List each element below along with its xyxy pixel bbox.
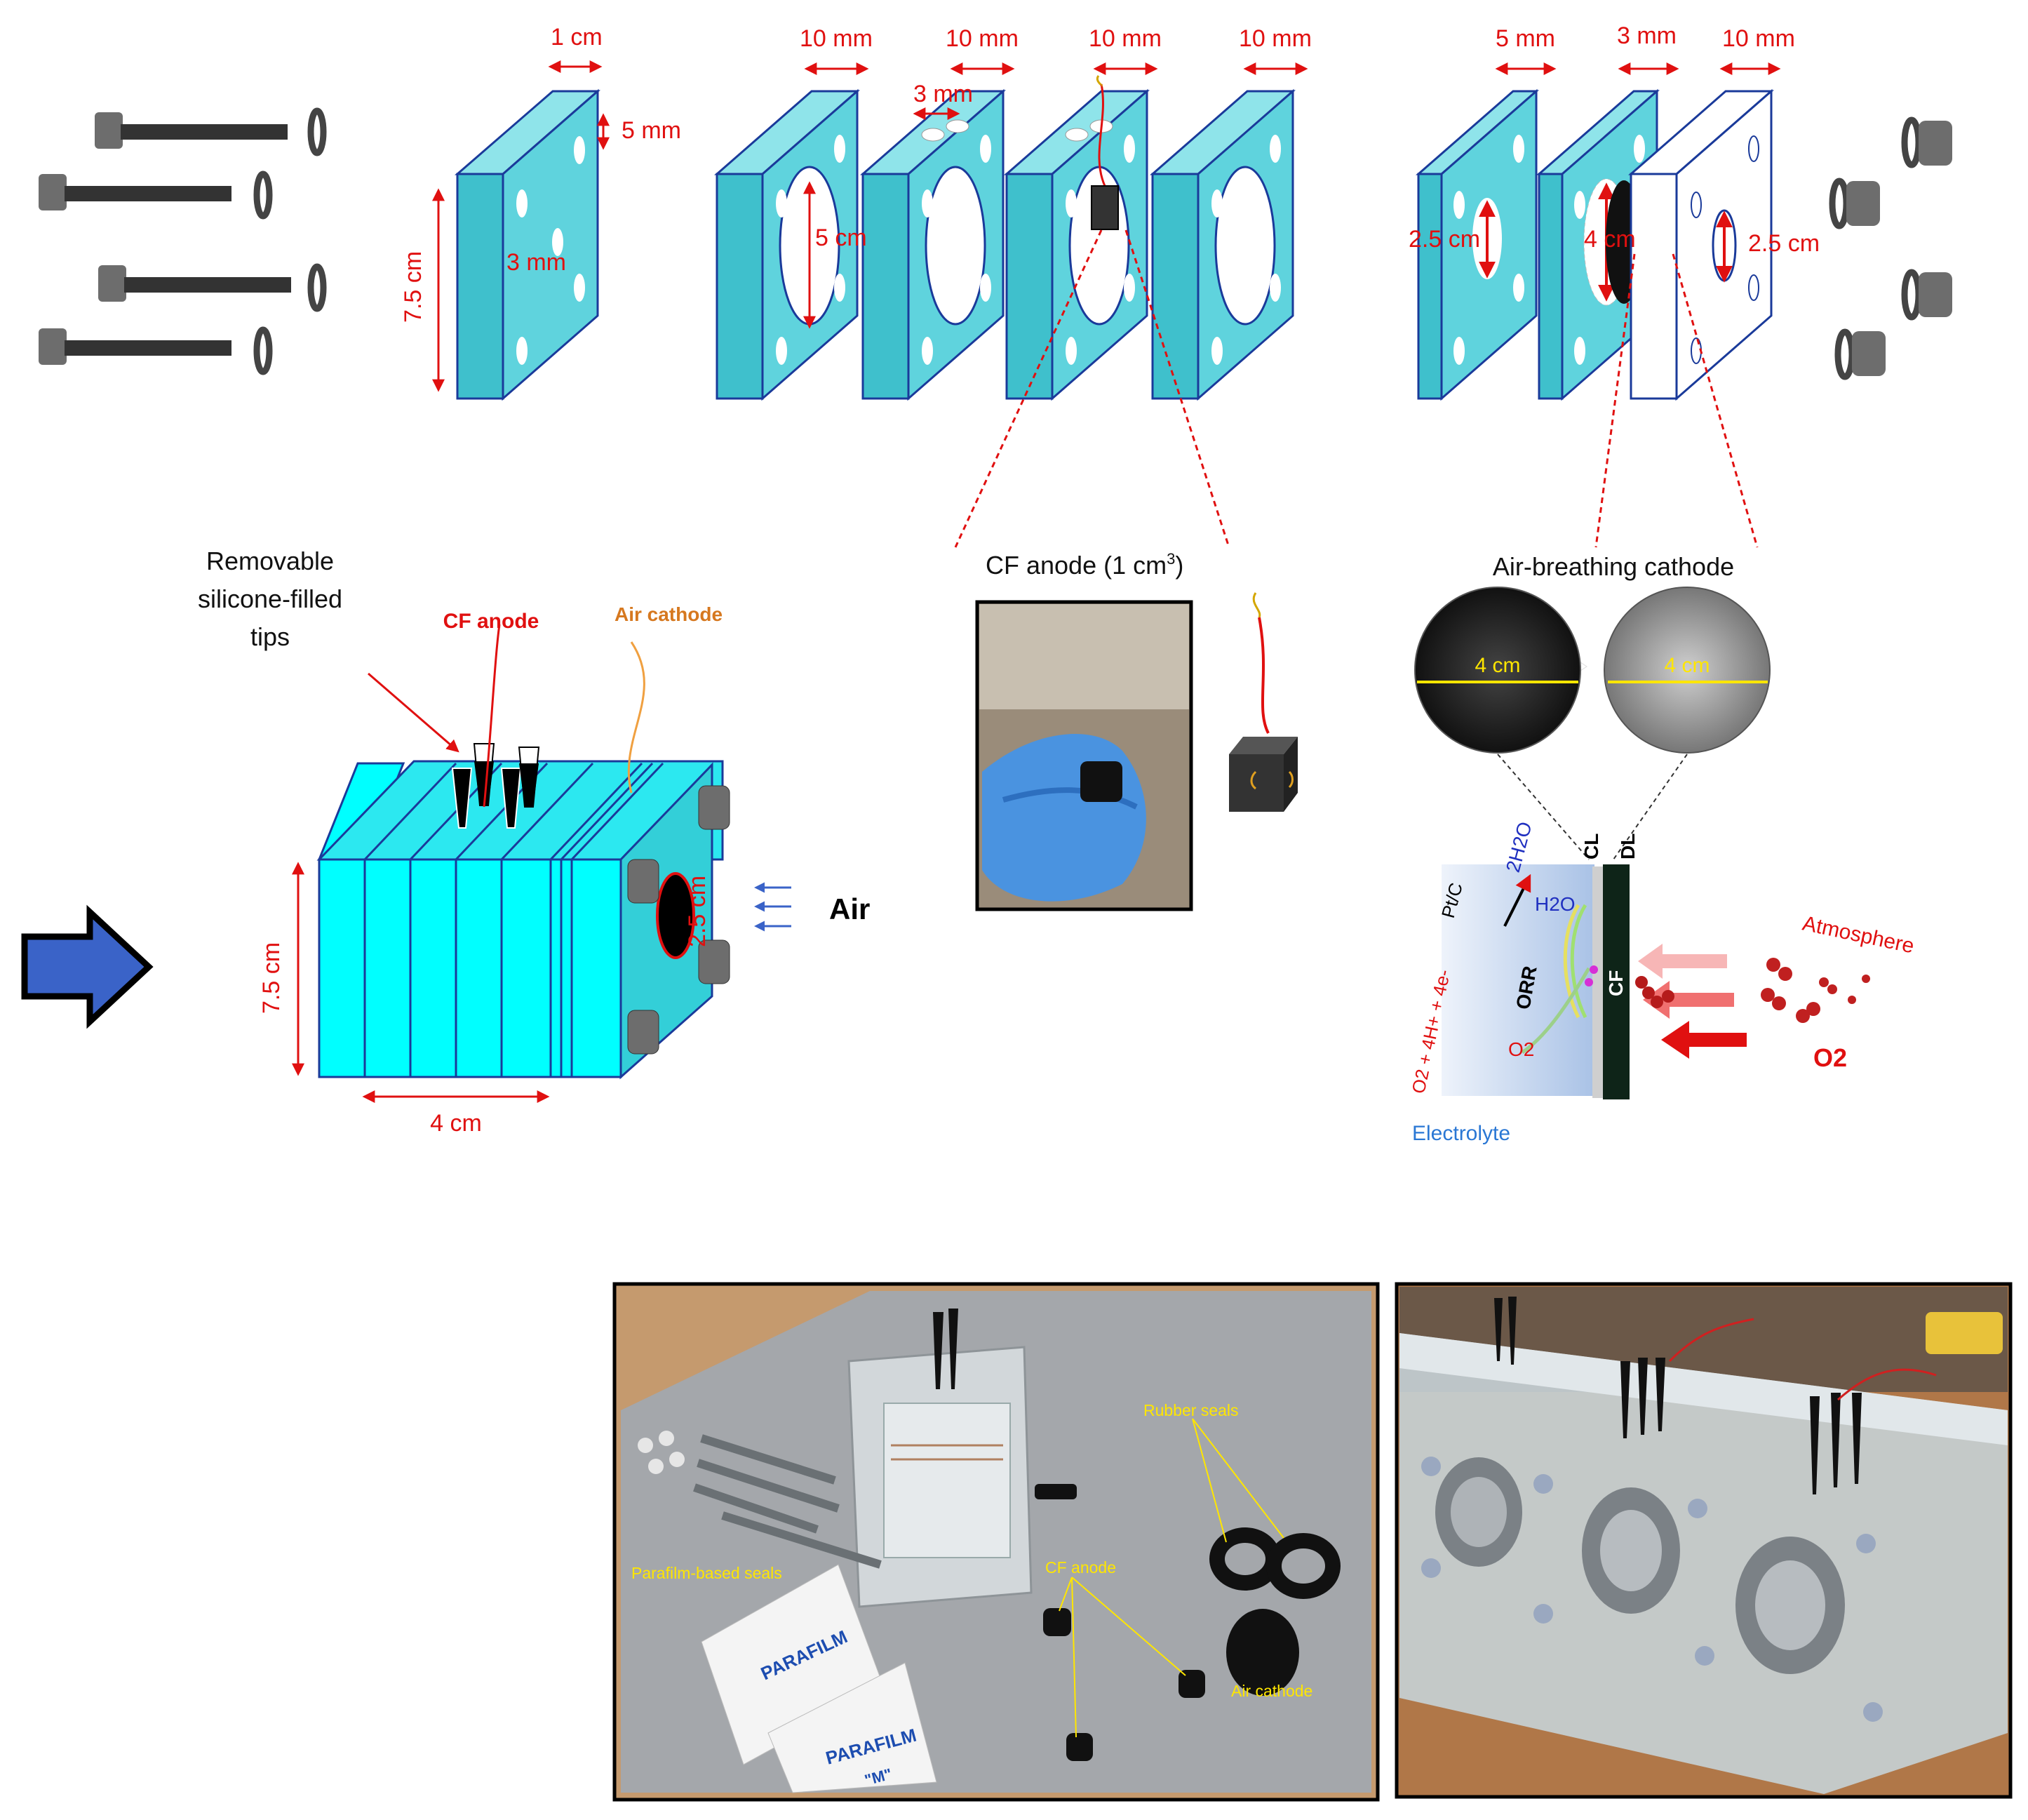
chamber-frame — [1004, 88, 1150, 401]
anode-inset-title: CF anode (1 cm3) — [986, 550, 1183, 580]
anode-photo — [975, 600, 1193, 911]
end-plate — [432, 60, 610, 401]
cathode-frame-plate — [1416, 88, 1539, 401]
dim-chamber-4: 10 mm — [1239, 25, 1312, 52]
dim-window-right: 2.5 cm — [1748, 230, 1820, 257]
cf-anode-photo-label: CF anode — [1045, 1558, 1116, 1577]
anode-inset-title-sup: 3 — [1167, 550, 1175, 568]
dim-end-plate: 10 mm — [1722, 25, 1795, 52]
water-label: H2O — [1535, 893, 1576, 915]
cathode-discs — [1414, 587, 1771, 860]
dim-plate-height: 7.5 cm — [400, 251, 427, 323]
air-cathode-photo-label: Air cathode — [1231, 1682, 1312, 1700]
cathode-end-plate-transparent — [1594, 88, 1774, 548]
anode-label: CF anode — [443, 610, 539, 633]
disc-left-label: 4 cm — [1475, 654, 1520, 677]
dim-window-left: 2.5 cm — [1409, 226, 1480, 253]
dim-window: 5 cm — [815, 225, 867, 251]
dim-hole-spacing: 3 mm — [506, 249, 566, 276]
bolt — [95, 107, 327, 156]
bolts-left — [39, 107, 327, 375]
nuts-right — [1829, 116, 1952, 380]
chamber-frames — [714, 88, 1296, 401]
photo-disassembled-kit: PARAFILM PARAFILM "M" — [612, 1282, 1380, 1802]
parafilm-seals-label: Parafilm-based seals — [631, 1564, 782, 1582]
dim-plate-thickness: 1 cm — [551, 24, 603, 51]
oxygen-label: O2 — [1813, 1043, 1847, 1072]
cathode-inset-title: Air-breathing cathode — [1493, 552, 1734, 581]
chamber-dimension-arrows — [803, 62, 1308, 329]
electrolyte-label: Electrolyte — [1412, 1122, 1510, 1145]
atmosphere-label: Atmosphere — [1801, 912, 1916, 958]
assembly-arrow — [21, 904, 154, 1029]
layer-dl-label: DL — [1617, 834, 1639, 859]
cathode-label: Air cathode — [615, 603, 723, 625]
layer-cf-label: CF — [1605, 970, 1627, 996]
dim-hole-size: 5 mm — [622, 117, 681, 144]
dim-chamber-3: 10 mm — [1089, 25, 1162, 52]
bolt — [39, 326, 273, 375]
rubber-seals-label: Rubber seals — [1143, 1401, 1239, 1419]
anode-inset-title-text: CF anode (1 cm — [986, 551, 1167, 580]
dim-cathode-gap: 3 mm — [1617, 22, 1677, 49]
chamber-frame — [714, 88, 860, 401]
chamber-frame — [860, 88, 1006, 401]
layer-cl-label: CL — [1580, 834, 1602, 859]
photo-stacked-cells — [1395, 1282, 2013, 1799]
dim-cathode-diameter: 4 cm — [1584, 226, 1636, 253]
tips-label-line2: silicone-filled — [198, 584, 342, 613]
tips-label-line1: Removable — [206, 547, 334, 575]
assembled-cell — [292, 624, 791, 1103]
anode-cube-exploded — [954, 75, 1230, 548]
air-label: Air — [829, 892, 870, 925]
bolt — [98, 263, 327, 312]
dim-cathode-frame: 5 mm — [1496, 25, 1555, 52]
cell-window-label: 2.5 cm — [684, 876, 711, 947]
bolt — [39, 170, 273, 220]
anode-cube-icon — [1229, 592, 1298, 812]
tips-label-line3: tips — [250, 622, 290, 651]
dim-chamber-2: 10 mm — [946, 25, 1019, 52]
disc-right-label: 4 cm — [1664, 654, 1710, 677]
reactant-label: O2 — [1508, 1038, 1534, 1060]
chamber-frame — [1150, 88, 1296, 401]
anode-inset-title-end: ) — [1175, 551, 1183, 580]
cell-height-label: 7.5 cm — [258, 942, 285, 1014]
cell-width-label: 4 cm — [430, 1110, 482, 1137]
orr-diagram — [1442, 864, 1870, 1099]
dim-port: 3 mm — [913, 81, 973, 107]
dim-chamber-1: 10 mm — [800, 25, 873, 52]
